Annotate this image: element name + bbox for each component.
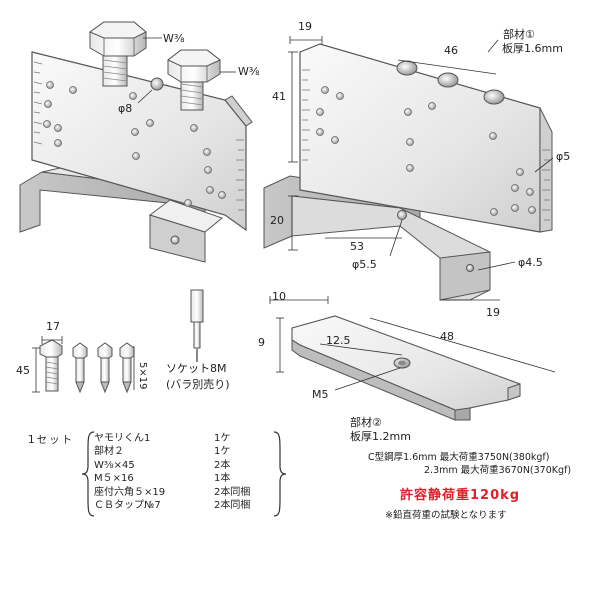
bolt-1: [88, 21, 147, 87]
part1-assembly: [263, 36, 554, 301]
parts-list: 1セット ヤモリくん1 部材２ W⅜×45 M５×16 座付六角５×19 ＣＢタ…: [22, 430, 286, 520]
label-dim-12-5: 12.5: [326, 334, 351, 347]
screw-3: [119, 342, 135, 394]
brace-icon: [82, 431, 95, 517]
part2-assembly: [269, 296, 556, 421]
label-socket: ソケット8M: [166, 362, 227, 375]
label-dim-48: 48: [440, 330, 454, 343]
parts-item: M５×16: [94, 473, 134, 485]
label-bolt-a: W⅜: [163, 32, 185, 45]
load-line-1: C型鋼厚1.6mm 最大荷重3750N(380kgf): [368, 452, 550, 463]
bolt-2: [167, 49, 221, 111]
label-dim-5x19: 5×19: [137, 362, 148, 389]
load-title: 許容静荷重120kg: [400, 488, 521, 503]
parts-quantities: 1ケ 1ケ 2本 1本 2本同梱 2本同梱: [214, 432, 274, 512]
label-dim-41: 41: [272, 90, 286, 103]
parts-item: 座付六角５×19: [94, 486, 166, 498]
label-hole-phi55: φ5.5: [352, 258, 377, 271]
hardware: [32, 289, 204, 394]
parts-item: ヤモリくん1: [94, 433, 151, 444]
left-assembly: [19, 21, 253, 263]
parts-qty: 2本同梱: [214, 499, 251, 511]
parts-qty: 1ケ: [214, 446, 231, 458]
label-hole-phi45: φ4.5: [518, 256, 543, 269]
parts-item: 部材２: [94, 446, 124, 458]
brace-right-icon: [273, 431, 286, 517]
label-part2-thickness: 板厚1.2mm: [350, 429, 411, 443]
label-part1-name: 部材①: [503, 27, 535, 41]
hex-bolt: [39, 339, 63, 392]
diagram-labels: W⅜ W⅜ φ8 19 部材① 板厚1.6mm 46 41 φ5 20 53 φ…: [16, 20, 570, 443]
parts-items: ヤモリくん1 部材２ W⅜×45 M５×16 座付六角５×19 ＣＢタップ№7: [94, 432, 184, 512]
load-note: ※鉛直荷重の試験となります: [385, 510, 507, 521]
label-dim-19-top: 19: [298, 20, 312, 33]
label-part1-thickness: 板厚1.6mm: [502, 41, 563, 55]
load-line-2: 2.3mm 最大荷重3670N(370Kgf): [424, 464, 572, 476]
label-dim-20: 20: [270, 214, 284, 227]
parts-qty: 2本同梱: [214, 486, 251, 498]
parts-item: W⅜×45: [94, 459, 135, 471]
parts-qty: 1本: [214, 473, 231, 485]
parts-qty: 2本: [214, 459, 231, 471]
parts-item: ＣＢタップ№7: [94, 499, 161, 511]
label-dim-9: 9: [258, 336, 265, 349]
label-dim-19-bottom: 19: [486, 306, 500, 319]
screw-2: [97, 342, 113, 394]
label-hole-phi5: φ5: [556, 150, 570, 163]
label-m5: M5: [312, 388, 329, 401]
parts-qty: 1ケ: [214, 433, 231, 444]
screw-1: [72, 342, 88, 394]
label-dim-10: 10: [272, 290, 286, 303]
label-dim-45: 45: [16, 364, 30, 377]
label-dim-53: 53: [350, 240, 364, 253]
label-dim-17: 17: [46, 320, 60, 333]
set-label: 1セット: [28, 434, 75, 446]
label-part2-name: 部材②: [350, 415, 382, 429]
socket: [190, 289, 204, 362]
label-dim-46: 46: [444, 44, 458, 57]
label-socket-note: (バラ別売り): [166, 378, 230, 391]
label-bolt-b: W⅜: [238, 65, 260, 78]
label-hole-phi8: φ8: [118, 102, 132, 115]
load-info: C型鋼厚1.6mm 最大荷重3750N(380kgf) 2.3mm 最大荷重36…: [368, 452, 578, 477]
